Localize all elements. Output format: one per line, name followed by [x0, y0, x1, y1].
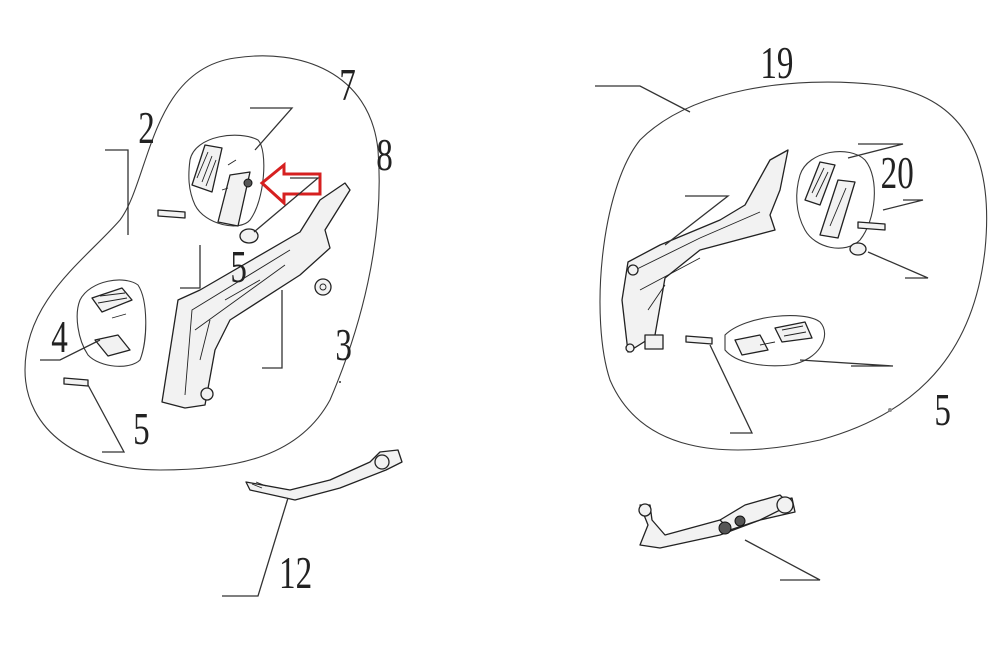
callout-5-left-upper: 5: [230, 241, 247, 293]
callout-numbers: 2 7 8 5 3 4 5 12 19 20 21 5 8 22 5 16: [51, 37, 1000, 599]
right-upper-pads-part-21: [796, 151, 886, 256]
callout-2: 2: [138, 102, 155, 154]
callout-5-right-lower: 5: [934, 384, 951, 436]
callout-7: 7: [339, 59, 356, 111]
left-leader-lines: [40, 107, 320, 597]
left-group-outline: [24, 55, 380, 471]
callout-12: 12: [279, 547, 312, 599]
callout-4: 4: [51, 311, 68, 363]
right-bracket-part-20: [621, 149, 789, 353]
left-lever-part-12: [245, 449, 403, 501]
highlight-arrow: [259, 161, 322, 207]
right-linkage-part-16: [638, 494, 796, 549]
callout-3: 3: [335, 319, 352, 371]
callout-20: 20: [881, 147, 914, 199]
right-leader-lines: [595, 85, 929, 581]
left-lower-pads-part-4: [63, 279, 147, 387]
callout-19: 19: [760, 37, 793, 89]
stray-dot: [888, 408, 892, 412]
stray-dot: [339, 381, 341, 383]
callout-8-left: 8: [376, 129, 393, 181]
left-bracket-part-3: [161, 182, 351, 409]
callout-5-left-lower: 5: [133, 403, 150, 455]
right-group-outline: [599, 81, 988, 451]
left-footrest-assembly: [24, 55, 403, 501]
callout-16: 16: [998, 531, 1000, 583]
left-upper-pads-part-7: [157, 134, 265, 244]
right-lower-pads-part-22: [685, 315, 826, 367]
right-footrest-assembly: [599, 81, 988, 549]
